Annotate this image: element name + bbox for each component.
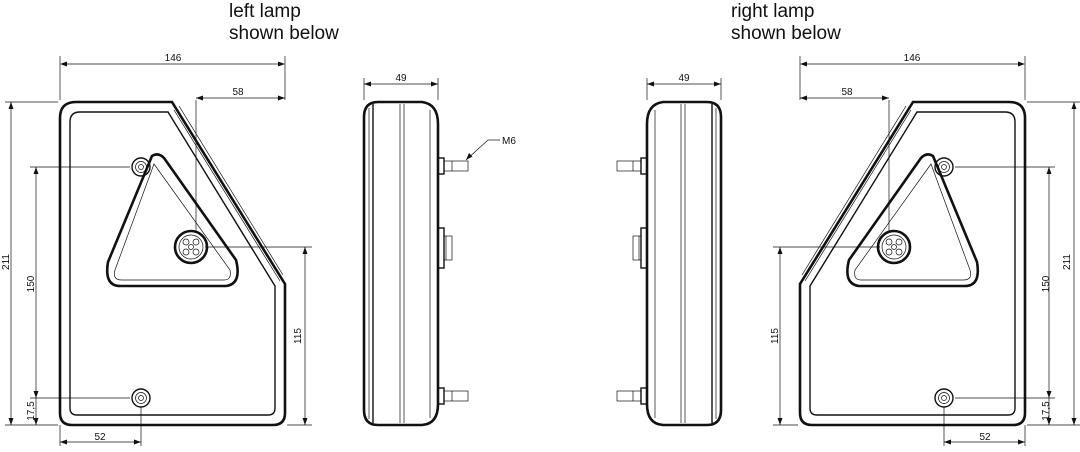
dim-58-right: 58 — [841, 87, 853, 98]
dim-thread-left: M6 — [502, 136, 516, 147]
right-lamp-front-view: 146 58 211 150 17,5 115 52 — [770, 53, 1080, 446]
dim-58-left: 58 — [232, 87, 244, 98]
dim-bolt-spacing-right: 150 — [1041, 275, 1052, 292]
dim-bolt-bottom-left: 17,5 — [26, 401, 37, 421]
dim-bolt-bottom-right: 17,5 — [1041, 401, 1052, 421]
dim-bolt-side-left: 52 — [94, 432, 106, 443]
dim-width-right: 146 — [904, 53, 921, 64]
left-lamp-caption-line1: left lamp — [229, 1, 301, 22]
dim-width-left: 146 — [165, 53, 182, 64]
dim-bolt-side-right: 52 — [979, 432, 991, 443]
left-lamp-caption: left lamp shown below — [229, 1, 339, 45]
right-lamp-caption-line1: right lamp — [731, 1, 815, 22]
right-lamp-side-view — [616, 78, 723, 427]
left-lamp-caption-line2: shown below — [229, 23, 339, 44]
right-lamp-caption: right lamp shown below — [731, 1, 841, 45]
left-lamp-side-view: 49 M6 — [362, 73, 516, 427]
dim-depth-left: 49 — [395, 73, 407, 84]
right-lamp-caption-line2: shown below — [731, 23, 841, 44]
left-lamp-front-view: 146 58 211 150 17,5 115 52 — [1, 53, 312, 446]
dim-triangle-height-left: 115 — [293, 328, 304, 344]
dim-depth-right: 49 — [678, 73, 690, 84]
dim-bolt-spacing-left: 150 — [26, 275, 37, 292]
dim-triangle-height-right: 115 — [770, 328, 781, 344]
dim-height-left: 211 — [1, 254, 12, 270]
dim-height-right: 211 — [1062, 254, 1073, 270]
